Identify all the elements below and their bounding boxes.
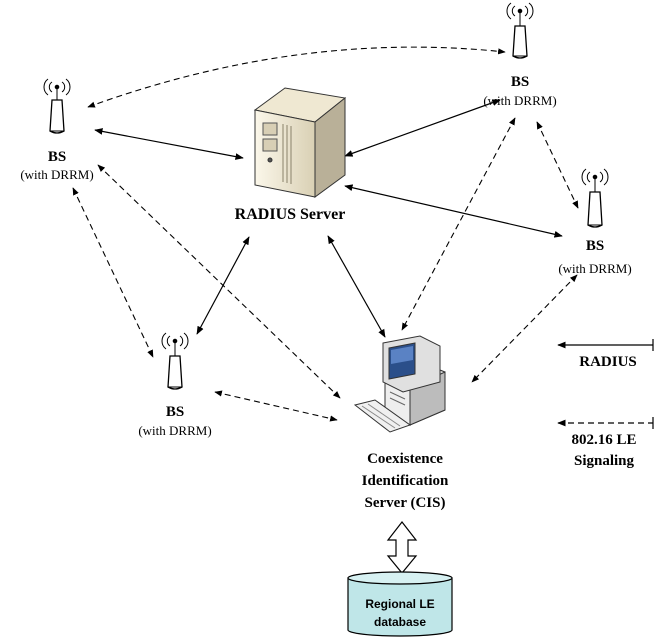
signaling-links [72,46,579,422]
regional-le-database: Regional LE database [347,571,453,637]
legend-signaling: 802.16 LE Signaling [557,417,654,469]
link-sig-bs-tl-bs-tr [87,46,506,108]
link-sig-bs-bl-cis [214,390,338,422]
link-sig-bs-tr-bs-r [536,121,579,209]
link-radius-bs-top-right [344,99,501,157]
database-cylinder-icon [347,571,453,637]
antenna-icon [506,2,534,59]
link-sig-bs-tl-cis [97,164,341,399]
link-sig-bs-tl-bs-bl [72,187,154,358]
legend-radius-label: RADIUS [579,354,637,370]
bs-label: BS [48,149,66,165]
bs-top-left: BS (with DRRM) [20,78,94,182]
bs-bottom-left: BS (with DRRM) [138,332,212,438]
cis-label-line-2: Identification [362,473,449,489]
link-sig-bs-r-cis [471,274,578,383]
bs-label: BS [166,404,184,420]
link-sig-bs-tr-cis [401,117,516,331]
bs-label: BS [511,74,529,90]
database-label-line-2: database [374,615,426,629]
cis-label-line-3: Server (CIS) [365,495,446,511]
cis-server: Coexistence Identification Server (CIS) [353,335,449,511]
computer-icon [353,335,446,433]
bs-sublabel: (with DRRM) [20,167,93,182]
legend-radius: RADIUS [557,339,654,370]
database-label-line-1: Regional LE [365,597,434,611]
link-radius-bs-right [344,184,563,238]
bs-sublabel: (with DRRM) [558,261,631,276]
cis-label-line-1: Coexistence [367,451,443,467]
legend-signaling-label-line-2: Signaling [574,453,635,469]
bs-top-right: BS (with DRRM) [483,2,557,108]
antenna-icon [43,78,71,134]
radius-server-label: RADIUS Server [235,206,346,223]
link-radius-bs-top-left [94,128,244,160]
server-tower-icon [253,87,347,198]
bs-right: BS (with DRRM) [558,168,632,276]
link-radius-cis [327,235,386,338]
bs-label: BS [586,238,604,254]
legend: RADIUS 802.16 LE Signaling [557,339,654,469]
legend-signaling-label-line-1: 802.16 LE [571,432,636,448]
bs-sublabel: (with DRRM) [138,423,211,438]
bs-sublabel: (with DRRM) [483,93,556,108]
antenna-icon [161,332,189,390]
antenna-icon [581,168,609,228]
radius-server: RADIUS Server [235,87,347,223]
database-link-arrow [386,521,418,574]
